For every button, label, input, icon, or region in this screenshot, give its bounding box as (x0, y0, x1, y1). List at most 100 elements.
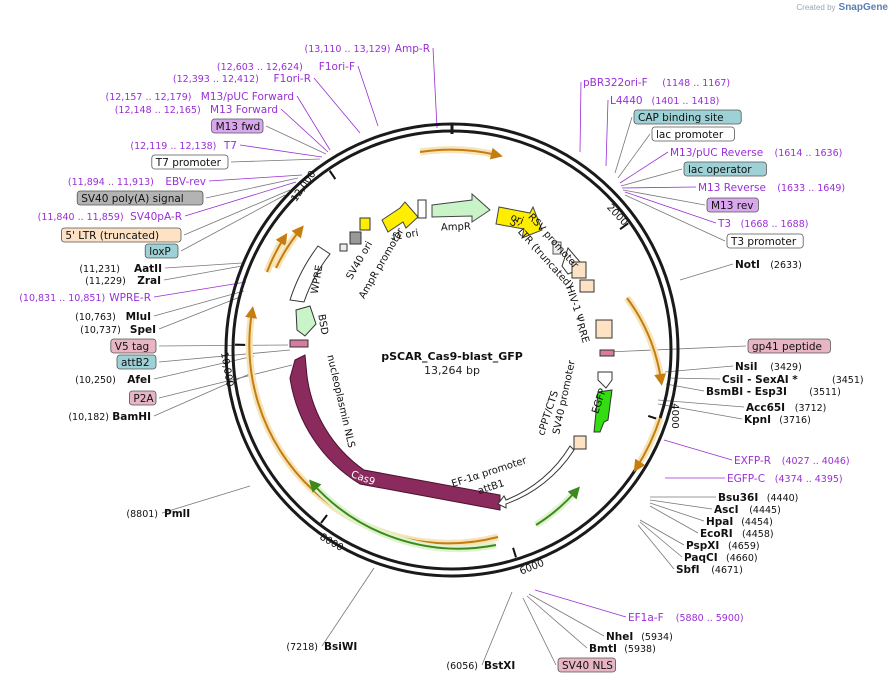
left-label: M13 Forward(12,148 .. 12,165) (115, 104, 278, 116)
orf-arc-4 (245, 311, 499, 547)
primer-label: Amp-R (395, 43, 430, 55)
right-label: lac operator (683, 161, 767, 177)
leader-line (280, 108, 329, 153)
primer-coords: (1614 .. 1636) (775, 148, 843, 159)
leader-line (153, 371, 255, 417)
primer-coords: (12,119 .. 12,138) (130, 141, 216, 152)
right-label: L4440(1401 .. 1418) (610, 95, 719, 107)
ltr-block (339, 243, 348, 252)
enzyme-label: Bsu36I (718, 492, 758, 504)
tick-mark (320, 514, 328, 524)
leader-line (153, 281, 247, 298)
left-label: F1ori-F(12,603 .. 12,624) (217, 61, 355, 73)
cas9-feature (289, 354, 501, 511)
left-label: AatII(11,231) (79, 263, 162, 275)
leader-line (205, 177, 299, 199)
leader-line (208, 174, 303, 182)
tick-mark (328, 170, 337, 180)
leader-line (432, 47, 438, 129)
right-label: HpaI(4454) (706, 516, 773, 528)
v5-tag-feature (289, 339, 309, 348)
tick-label: 8000 (317, 532, 345, 554)
label-box (557, 657, 616, 673)
feature-label: AmpR (441, 221, 471, 233)
primer-label: M13/pUC Reverse (670, 147, 763, 159)
left-label: 5' LTR (truncated) (61, 227, 182, 243)
enzyme-label: CsiI - SexAI * (722, 374, 798, 386)
primer-label: T3 (717, 218, 731, 230)
right-label: EcoRI(4458) (700, 528, 774, 540)
right-label: KpnI(3716) (744, 414, 811, 426)
right-label: M13/pUC Reverse (1614 .. 1636) (670, 147, 842, 159)
leader-line (664, 365, 734, 373)
tick-label: 6000 (518, 558, 546, 578)
primer-label: M13 Reverse (698, 182, 766, 194)
enzyme-coords: (10,737) (80, 325, 121, 336)
right-label: (6056)BstXI (446, 660, 515, 672)
left-label: SV40 poly(A) signal (76, 190, 204, 206)
leader-line (158, 364, 293, 399)
primer-label: EF1a-F (628, 612, 664, 624)
ef1a-promoter-feature (497, 445, 575, 509)
leader-line (649, 505, 699, 534)
left-label: MluI(10,763) (75, 311, 151, 323)
feature-label: WPRE (310, 264, 326, 295)
leader-line (639, 519, 685, 546)
enzyme-coords: (11,229) (85, 276, 126, 287)
label-box (144, 243, 179, 259)
label-text: gp41 peptide (752, 341, 822, 353)
enzyme-coords: (4659) (728, 541, 760, 552)
right-label: pBR322ori-F(1148 .. 1167) (583, 77, 730, 89)
label-text: lac operator (688, 164, 752, 176)
plasmid-length: 13,264 bp (424, 364, 480, 377)
left-label: EBV-rev(11,894 .. 11,913) (68, 176, 206, 188)
leader-line (313, 77, 361, 134)
leader-line (163, 265, 243, 281)
primer-coords: (11,840 .. 11,859) (38, 212, 124, 223)
right-label: EF1a-F(5880 .. 5900) (628, 612, 744, 624)
enzyme-label: KpnI (744, 414, 771, 426)
right-label: NsiI(3429) (735, 361, 802, 373)
enzyme-coords: (5938) (624, 644, 656, 655)
left-label: T7(12,119 .. 12,138) (130, 140, 237, 152)
primer-coords: (12,148 .. 12,165) (115, 105, 201, 116)
left-label: loxP (144, 243, 179, 259)
sv40-promoter-feature (573, 435, 587, 450)
label-box (726, 233, 804, 249)
leader-line (321, 567, 375, 647)
amp-promoter-block (417, 199, 427, 219)
primer-coords: (13,110 .. 13,129) (305, 44, 391, 55)
label-text: CAP binding site (638, 112, 724, 124)
enzyme-label: BamHI (112, 411, 151, 423)
right-label: PaqCI(4660) (684, 552, 758, 564)
leader-line (649, 499, 713, 510)
watermark-brand: SnapGene (838, 2, 888, 13)
left-label: BamHI(10,182) (68, 411, 151, 423)
leader-line (153, 290, 245, 317)
leader-line (180, 194, 286, 252)
enzyme-label: NsiI (735, 361, 758, 373)
enzyme-coords: (4445) (749, 505, 781, 516)
right-label: PspXI(4659) (686, 540, 760, 552)
right-label: SbfI(4671) (676, 564, 743, 576)
enzyme-label: HpaI (706, 516, 733, 528)
leader-line (605, 99, 609, 167)
leader-line (663, 439, 733, 461)
left-label: F1ori-R(12,393 .. 12,412) (173, 73, 311, 85)
label-text: M13 fwd (216, 121, 261, 133)
leader-line (230, 158, 321, 163)
enzyme-coords: (8801) (126, 509, 158, 520)
rsv-promoter-block (552, 241, 562, 255)
leader-line (526, 595, 588, 649)
enzyme-label: BsmBI - Esp3I (706, 386, 787, 398)
leader-line (619, 151, 669, 184)
enzyme-label: AatII (134, 263, 162, 275)
enzyme-coords: (5934) (641, 632, 673, 643)
enzyme-label: EcoRI (700, 528, 733, 540)
wpre-feature (289, 245, 331, 303)
primer-coords: (1148 .. 1167) (662, 78, 730, 89)
leader-line (624, 191, 717, 224)
enzyme-label: SpeI (130, 324, 156, 336)
label-box (651, 126, 735, 142)
enzyme-coords: (7218) (286, 642, 318, 653)
